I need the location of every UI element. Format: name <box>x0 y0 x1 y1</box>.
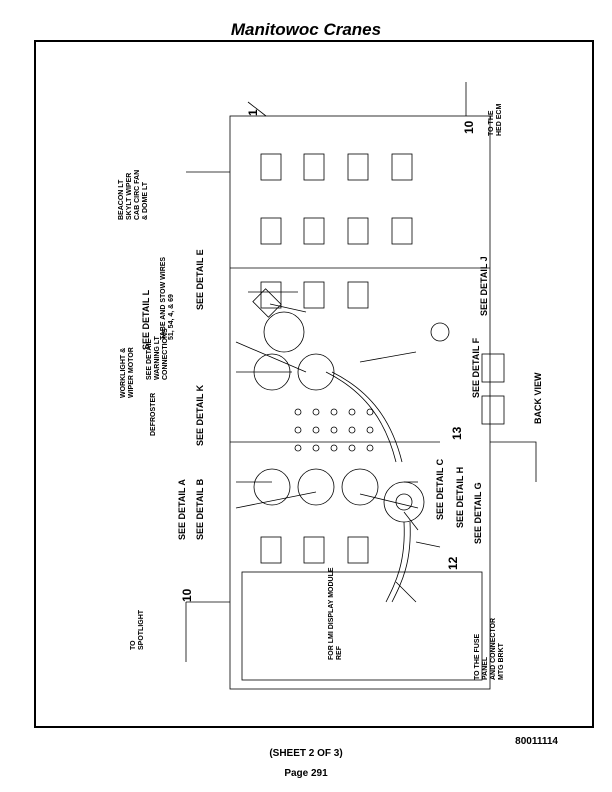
back-view-connector-1 <box>481 353 505 383</box>
label-see-detail-c: SEE DETAIL C <box>435 458 445 520</box>
drawing-number: 80011114 <box>515 736 558 747</box>
label-see-detail-a: SEE DETAIL A <box>177 479 187 540</box>
label-see-detail-f: SEE DETAIL F <box>471 337 481 398</box>
label-see-detail-g: SEE DETAIL G <box>473 482 483 544</box>
control-panel <box>229 115 491 690</box>
label-defroster: DEFROSTER <box>150 392 157 436</box>
label-worklight: WORKLIGHT &WIPER MOTOR <box>120 347 135 398</box>
callout-13: 13 <box>450 426 464 440</box>
page-number: Page 291 <box>284 768 328 779</box>
lmi-display-area <box>241 571 483 681</box>
label-see-detail-b: SEE DETAIL B <box>195 478 205 540</box>
label-see-detail-k: SEE DETAIL K <box>195 384 205 446</box>
wiring-diagram <box>185 82 537 690</box>
callout-12: 12 <box>446 556 460 570</box>
key-switch <box>383 481 425 523</box>
drawing-frame <box>34 40 594 728</box>
label-see-detail-e: SEE DETAIL E <box>195 249 205 310</box>
gauge-4 <box>297 468 335 506</box>
label-see-detail-j: SEE DETAIL J <box>479 256 489 316</box>
label-see-detail-h: SEE DETAIL H <box>455 466 465 528</box>
rocker-switch-group-top <box>260 153 413 309</box>
indicator-grid <box>294 408 374 452</box>
callout-10-bottom: 10 <box>180 588 194 602</box>
page-header: Manitowoc Cranes <box>230 20 382 39</box>
callout-1: 1 <box>246 109 260 116</box>
sheet-label: (SHEET 2 OF 3) <box>269 748 343 759</box>
gauge-2 <box>297 353 335 391</box>
gauge-3 <box>253 468 291 506</box>
gauge-5 <box>341 468 379 506</box>
label-back-view: BACK VIEW <box>533 372 543 425</box>
horn-plug <box>263 311 305 353</box>
back-view-connector-2 <box>481 395 505 425</box>
callout-10-top: 10 <box>462 120 476 134</box>
